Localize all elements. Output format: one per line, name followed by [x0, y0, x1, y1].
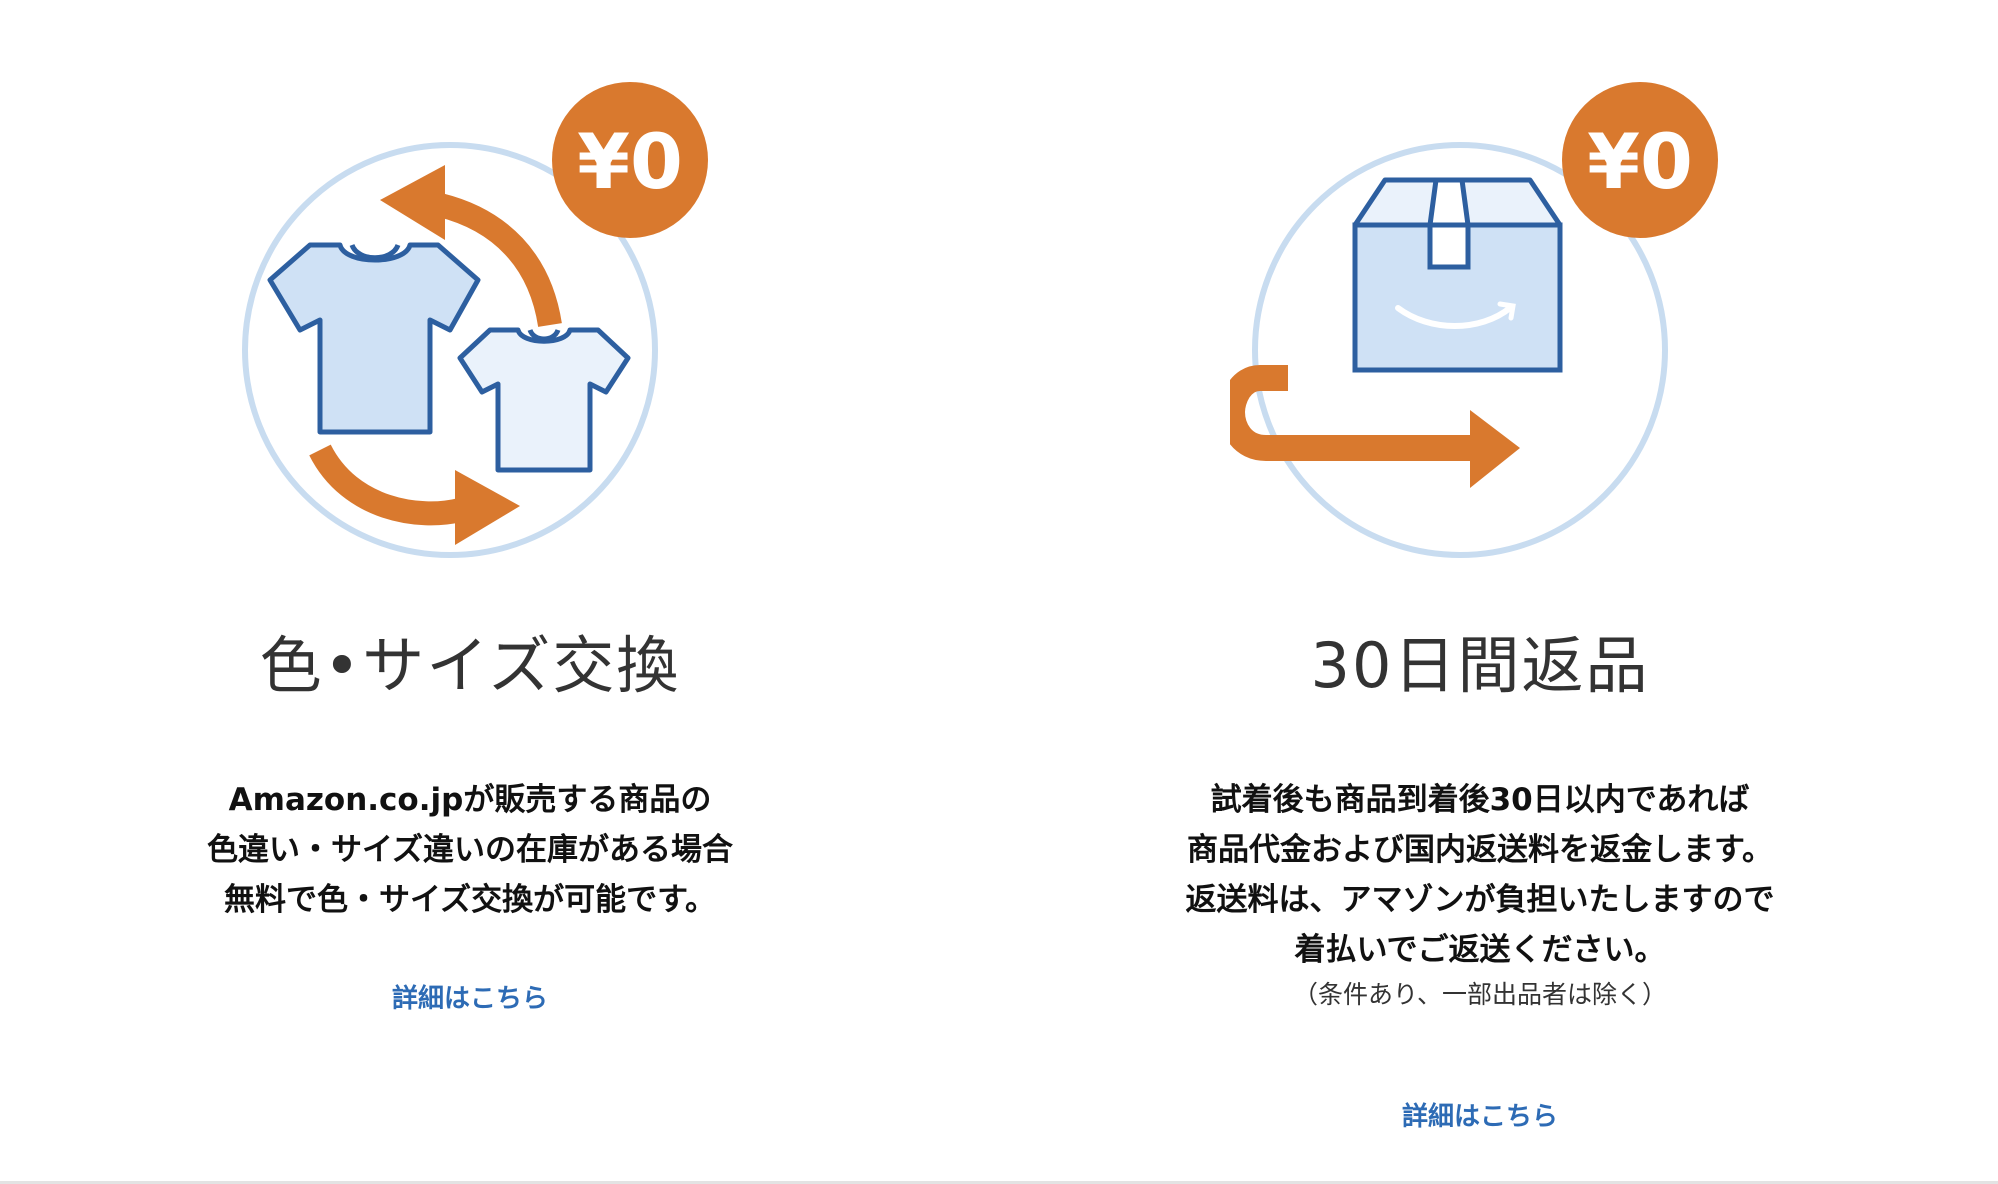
returns-details-link[interactable]: 詳細はこちら [1401, 1102, 1558, 1132]
exchange-panel: ¥0 色•サイズ交換 Amazon.co.jpが販売する商品の 色違い・サイズ違… [90, 0, 850, 1184]
price-badge: ¥0 [1562, 82, 1718, 238]
tshirt-small-icon [457, 327, 631, 473]
exchange-illustration: ¥0 [220, 40, 760, 580]
returns-description-line: 着払いでご返送ください。 [1294, 932, 1666, 968]
exchange-arrows-icon [309, 165, 562, 545]
exchange-description-line: 色違い・サイズ違いの在庫がある場合 [206, 832, 734, 868]
price-badge-label: ¥0 [1587, 117, 1693, 206]
exchange-description-line: Amazon.co.jpが販売する商品の [228, 782, 712, 818]
returns-description-line: 試着後も商品到着後30日以内であれば [1210, 782, 1750, 818]
returns-panel: ¥0 30日間返品 試着後も商品到着後30日以内であれば 商品代金および国内返送… [1100, 0, 1860, 1184]
returns-description: 試着後も商品到着後30日以内であれば 商品代金および国内返送料を返金します。 返… [1100, 775, 1860, 975]
exchange-description-line: 無料で色・サイズ交換が可能です。 [224, 882, 716, 918]
returns-illustration: ¥0 [1230, 40, 1770, 580]
returns-condition-note: （条件あり、一部出品者は除く） [1292, 980, 1667, 1009]
background-circle [1252, 142, 1668, 558]
exchange-details-link[interactable]: 詳細はこちら [391, 984, 548, 1014]
price-badge-label: ¥0 [577, 117, 683, 206]
returns-title: 30日間返品 [1310, 629, 1650, 702]
background-circle [242, 142, 658, 558]
returns-description-line: 商品代金および国内返送料を返金します。 [1187, 832, 1773, 868]
package-box-icon [1352, 177, 1563, 373]
bottom-divider [0, 1181, 1998, 1184]
exchange-title: 色•サイズ交換 [259, 629, 681, 702]
exchange-illustration-svg: ¥0 [242, 82, 708, 558]
returns-description-line: 返送料は、アマゾンが負担いたしますので [1185, 882, 1775, 918]
returns-illustration-svg: ¥0 [1230, 82, 1718, 558]
tshirt-icon [267, 242, 481, 435]
price-badge: ¥0 [552, 82, 708, 238]
exchange-description: Amazon.co.jpが販売する商品の 色違い・サイズ違いの在庫がある場合 無… [90, 775, 850, 925]
return-arrow-icon [1230, 365, 1520, 488]
